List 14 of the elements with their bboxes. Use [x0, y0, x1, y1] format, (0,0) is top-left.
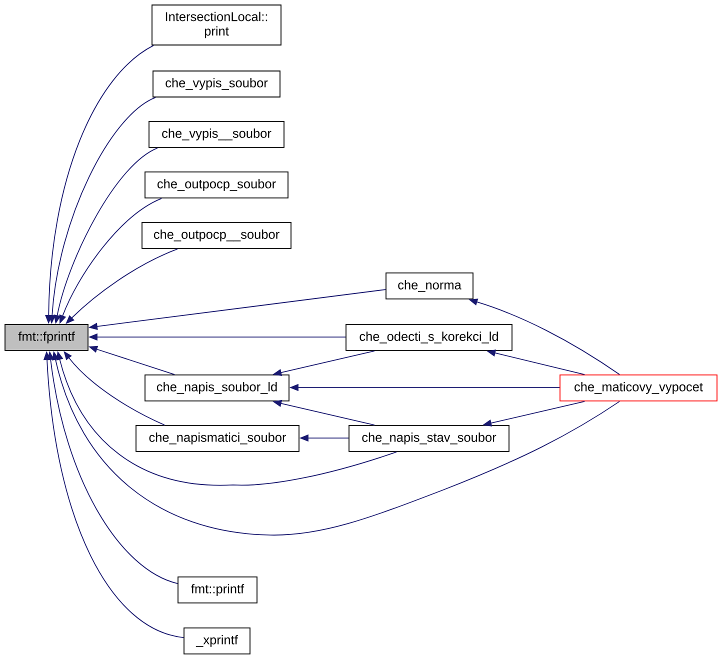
function-box: che_outpocp_soubor [144, 172, 288, 198]
function-box: che_norma [386, 272, 474, 300]
function-box: che_vypis_soubor [152, 70, 280, 98]
function-box: _xprintf [184, 628, 250, 654]
function-box: che_odecti_s_korekci_ld [346, 324, 512, 351]
function-box: che_maticovy_vypocet [560, 374, 718, 402]
function-box: fmt::printf [178, 576, 258, 604]
function-box: fmt::fprintf [4, 324, 88, 351]
function-box: che_napis_stav_soubor [348, 425, 510, 452]
function-box: che_outpocp__soubor [142, 222, 292, 249]
function-box: IntersectionLocal:: print [152, 4, 282, 46]
function-box: che_napismatici_soubor [136, 425, 300, 452]
function-box: che_napis_soubor_ld [144, 374, 290, 402]
function-box: che_vypis__soubor [148, 121, 284, 148]
